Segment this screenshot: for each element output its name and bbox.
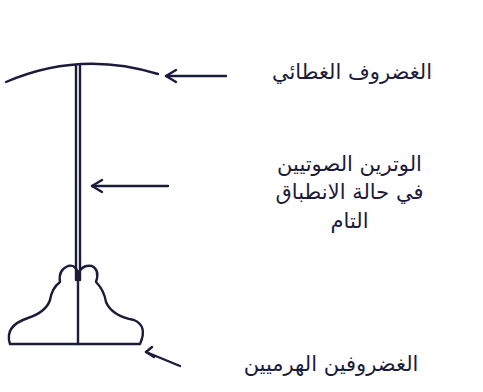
arrow-head	[146, 347, 154, 357]
part-label: الوترين الصوتيين في حالة الانطباق التام	[262, 150, 437, 235]
part-label: الغضروف الغطائي	[232, 58, 472, 86]
thyroid-arc	[6, 64, 158, 82]
part-label: الغضروفين الهرميين	[186, 350, 476, 378]
vocal-cord-line	[79, 66, 81, 280]
leader-line	[166, 75, 226, 77]
arrow-head	[92, 180, 102, 192]
arytenoid-shape	[9, 266, 143, 344]
arrow-head	[166, 70, 176, 82]
arytenoid-divider	[77, 276, 79, 344]
vocal-cord-line	[75, 66, 77, 280]
leader-line	[92, 185, 168, 187]
